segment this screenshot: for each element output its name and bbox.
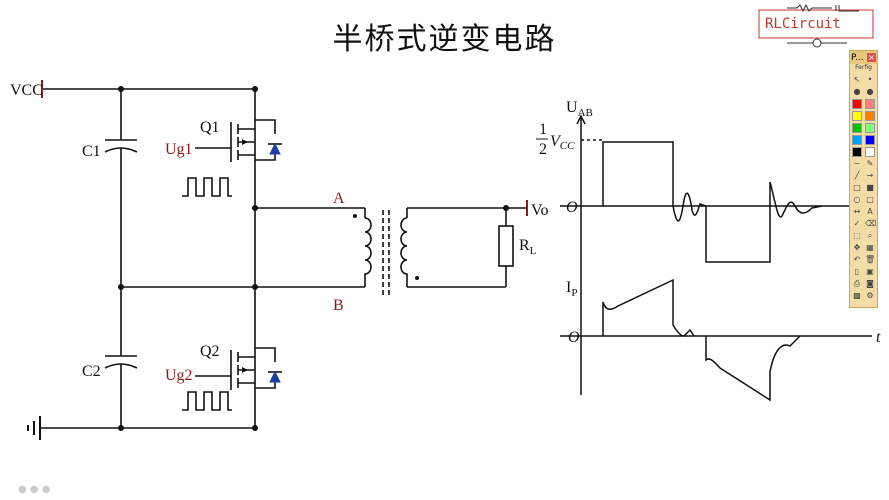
palette-title: P...	[851, 52, 864, 63]
undo-icon[interactable]: ↶	[853, 255, 861, 264]
close-icon[interactable]: ×	[867, 53, 876, 62]
palette-titlebar[interactable]: P... ×	[850, 51, 877, 64]
page-icon[interactable]: ▯	[854, 267, 860, 276]
slide-indicator-icon: ● ● ●	[18, 484, 51, 495]
trash-icon[interactable]: 🗑	[865, 255, 876, 264]
filled-rect-icon[interactable]: ■	[866, 183, 874, 192]
page-title: 半桥式逆变电路	[332, 22, 557, 57]
freehand-icon[interactable]: ~	[853, 159, 861, 168]
eraser-icon[interactable]: ⌫	[865, 219, 877, 228]
print-icon[interactable]: ⎙	[853, 279, 861, 288]
half-denominator: 2	[539, 141, 547, 158]
grid-icon[interactable]: ▦	[866, 243, 874, 252]
ug1-label: Ug1	[165, 141, 193, 158]
color-swatch-cyan[interactable]	[852, 135, 862, 145]
palette-subtitle: Ferfig	[855, 64, 872, 71]
circle-dark-icon[interactable]: ●	[853, 87, 861, 96]
dot-tool-icon[interactable]: •	[867, 75, 873, 84]
ug2-label: Ug2	[165, 367, 193, 384]
text-tool-icon[interactable]: A	[867, 207, 873, 216]
uab-label: UAB	[566, 99, 593, 119]
check-icon[interactable]: ✓	[853, 219, 861, 228]
color-swatch-orange[interactable]	[865, 111, 875, 121]
logo-frame	[758, 3, 874, 48]
color-swatch-lightgreen[interactable]	[865, 123, 875, 133]
double-arrow-icon[interactable]: ↔	[853, 207, 861, 216]
q2-label: Q2	[200, 343, 220, 360]
rounded-rect-icon[interactable]: ▢	[866, 195, 874, 204]
half-numerator: 1	[539, 121, 547, 138]
rl-label: RL	[519, 237, 537, 257]
t-bottom-label: t	[876, 329, 881, 346]
origin-top-label: O	[566, 199, 578, 216]
c2-label: C2	[82, 363, 101, 380]
ellipse-icon[interactable]: ○	[853, 195, 861, 204]
color-swatch-green[interactable]	[852, 123, 862, 133]
color-swatch-black[interactable]	[852, 147, 862, 157]
color-swatch-pink[interactable]	[865, 99, 875, 109]
select-icon[interactable]: ⬚	[853, 231, 861, 240]
pen-icon[interactable]: ✎	[866, 159, 874, 168]
q1-label: Q1	[200, 119, 220, 136]
c1-label: C1	[82, 143, 101, 160]
line-icon[interactable]: ╱	[854, 171, 860, 180]
circle-gray-icon[interactable]: ●	[866, 87, 874, 96]
node-a-label: A	[333, 190, 345, 207]
image-icon[interactable]: ▩	[853, 291, 861, 300]
logo-text: RLCircuit	[765, 16, 841, 32]
palette-tools: ↖ • ● ● ~ ✎ ╱ → □ ■ ○ ▢ ↔ A ✓ ⌫ ⬚ ⌕ ✥ ▦ …	[850, 73, 877, 303]
vcc-label: VCC	[10, 82, 43, 99]
rectangle-icon[interactable]: □	[853, 183, 861, 192]
color-swatch-red[interactable]	[852, 99, 862, 109]
save-icon[interactable]: ▣	[866, 267, 874, 276]
color-swatch-white[interactable]	[865, 147, 875, 157]
node-b-label: B	[333, 297, 344, 314]
vcc-wave-label: VCC	[550, 133, 575, 152]
vo-label: Vo	[531, 202, 549, 219]
zoom-icon[interactable]: ⌕	[867, 231, 873, 240]
disk-icon[interactable]: ◙	[866, 279, 874, 288]
move-icon[interactable]: ✥	[853, 243, 861, 252]
rlcircuit-logo: RLCircuit	[757, 3, 877, 48]
arrow-icon[interactable]: →	[866, 171, 874, 180]
origin-bottom-label: O	[568, 329, 580, 346]
color-swatch-blue[interactable]	[865, 135, 875, 145]
drawing-palette[interactable]: P... × Ferfig ↖ • ● ● ~ ✎ ╱ → □ ■ ○ ▢ ↔ …	[849, 50, 878, 308]
color-swatch-yellow[interactable]	[852, 111, 862, 121]
ip-label: IP	[566, 279, 577, 299]
pointer-tool-icon[interactable]: ↖	[853, 75, 861, 84]
settings-icon[interactable]: ⚙	[866, 291, 874, 300]
